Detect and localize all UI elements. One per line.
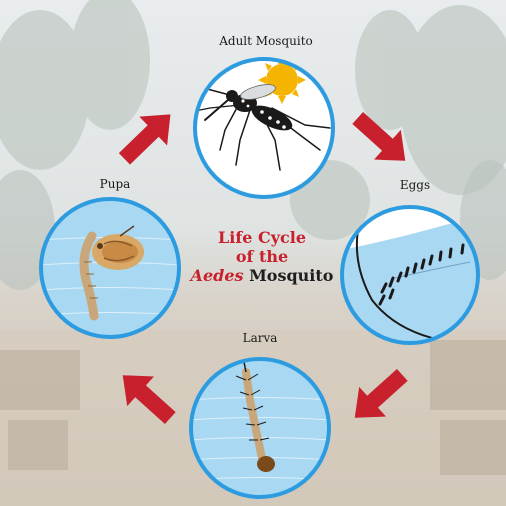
label-larva: Larva bbox=[230, 331, 290, 345]
pupa-stage-circle bbox=[40, 199, 180, 337]
title-line-2: of the bbox=[182, 247, 342, 266]
title-line-1: Life Cycle bbox=[182, 228, 342, 247]
title-line-3: Aedes Mosquito bbox=[182, 266, 342, 285]
title-mosquito: Mosquito bbox=[249, 266, 333, 285]
label-pupa: Pupa bbox=[90, 177, 140, 191]
title-aedes: Aedes bbox=[191, 266, 244, 285]
eggs-stage-circle bbox=[340, 207, 480, 345]
label-eggs: Eggs bbox=[390, 178, 440, 192]
diagram-title: Life Cycle of the Aedes Mosquito bbox=[182, 228, 342, 285]
label-adult-mosquito: Adult Mosquito bbox=[206, 34, 326, 48]
larva-stage-circle bbox=[190, 359, 330, 497]
